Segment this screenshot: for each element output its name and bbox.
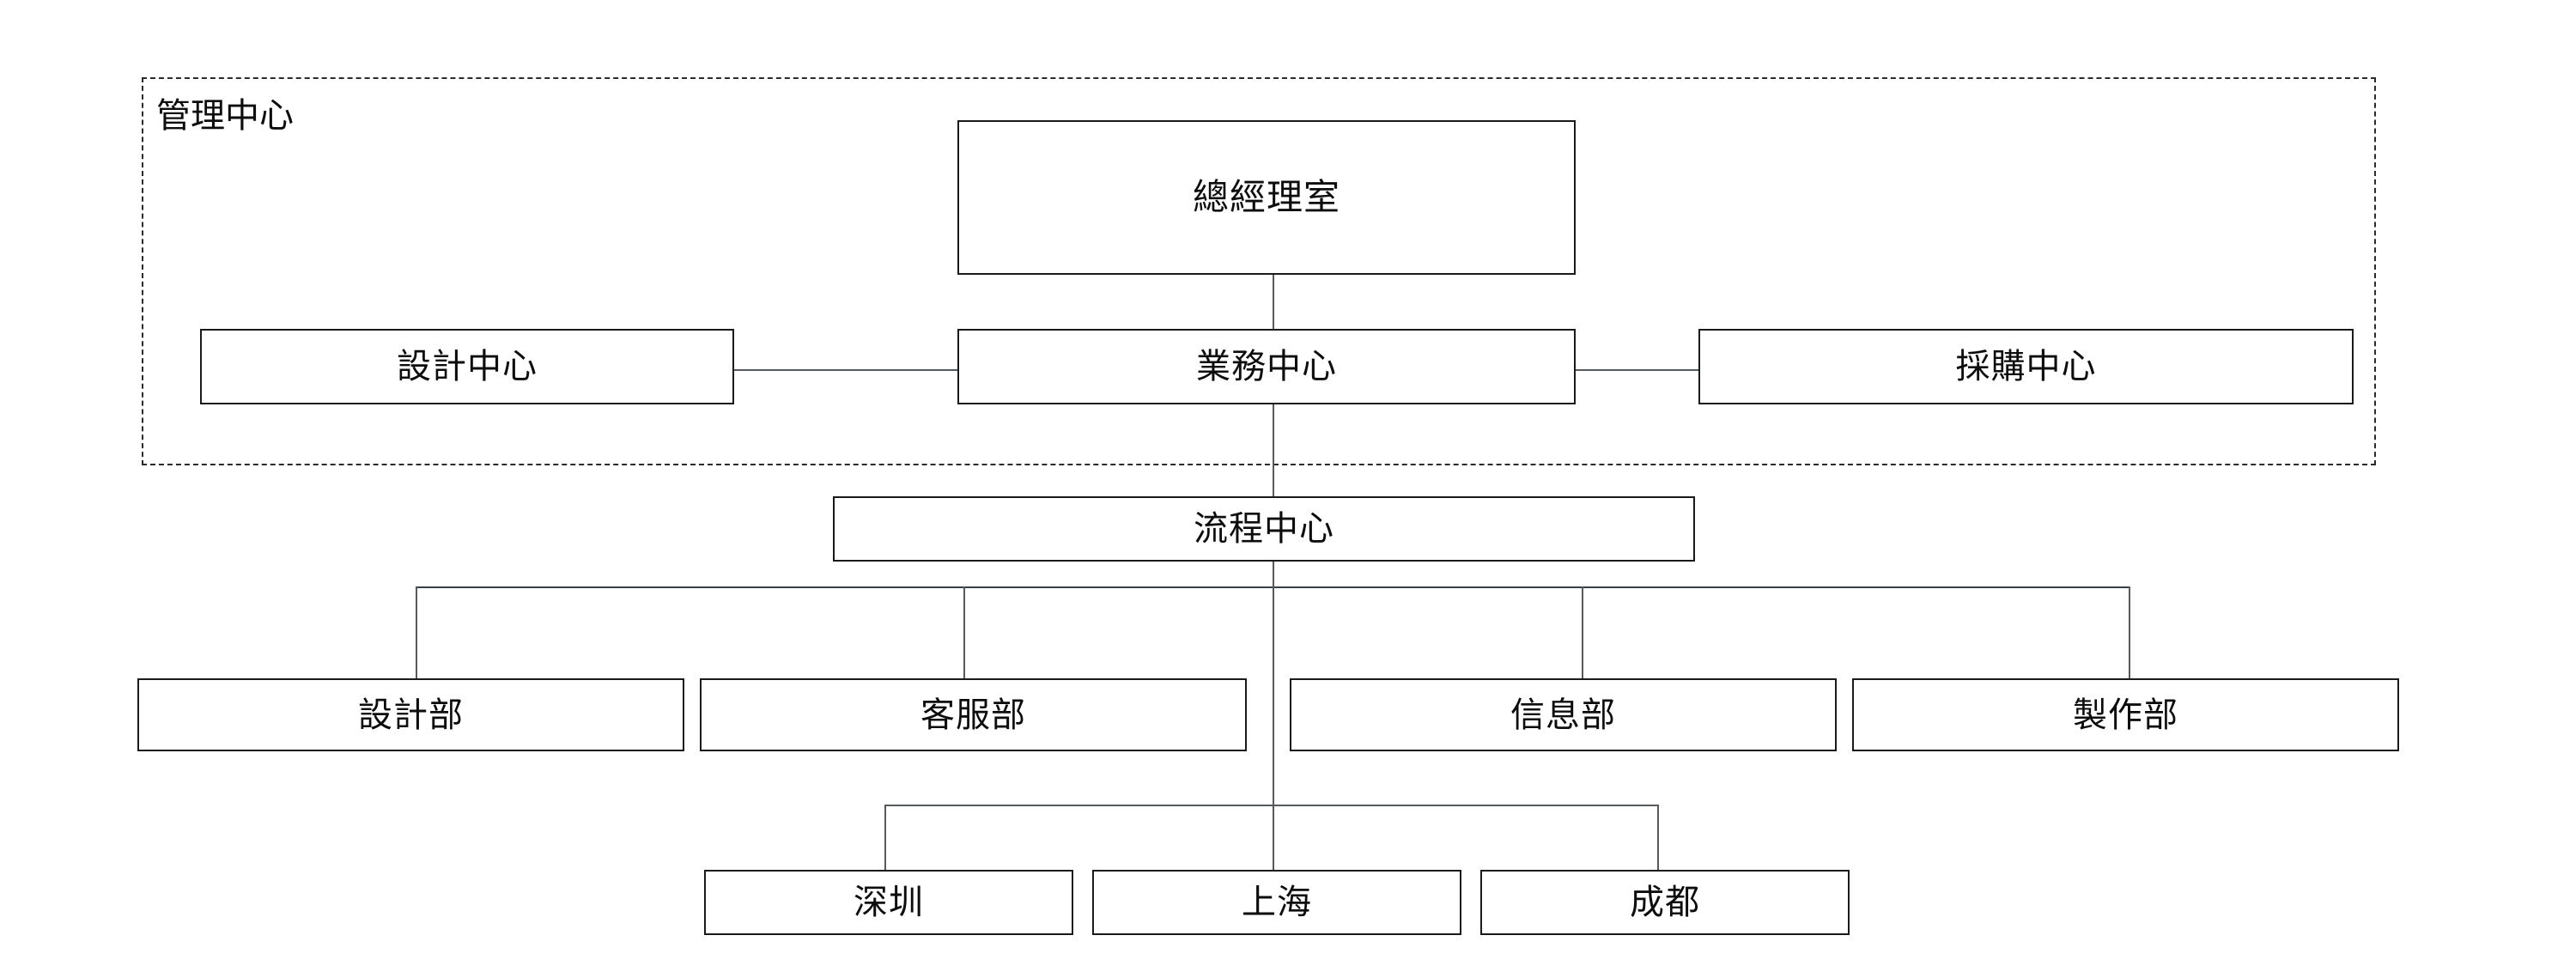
connector-bus-to-service-dept: [963, 586, 965, 678]
node-process-center[interactable]: 流程中心: [833, 496, 1695, 562]
connector-business-to-process: [1273, 404, 1274, 496]
connector-spine-to-city-bus: [1273, 586, 1274, 870]
connector-bus-to-product-dept: [2129, 586, 2130, 678]
connector-gm-to-business: [1273, 275, 1274, 331]
node-service-dept[interactable]: 客服部: [700, 678, 1247, 751]
connector-city-bus: [884, 805, 1659, 806]
node-shenzhen[interactable]: 深圳: [704, 870, 1073, 935]
node-design-dept[interactable]: 設計部: [137, 678, 684, 751]
node-chengdu[interactable]: 成都: [1480, 870, 1850, 935]
connector-bus-to-info-dept: [1582, 586, 1583, 678]
connector-business-to-purchase-center: [1574, 369, 1700, 371]
group-label-management-center: 管理中心: [156, 96, 294, 136]
node-purchase-center[interactable]: 採購中心: [1698, 329, 2354, 404]
node-shanghai[interactable]: 上海: [1092, 870, 1461, 935]
node-gm-office[interactable]: 總經理室: [957, 120, 1576, 275]
node-business-center[interactable]: 業務中心: [957, 329, 1576, 404]
connector-bus-to-design-dept: [416, 586, 417, 678]
connector-bus-to-chengdu: [1657, 805, 1659, 870]
connector-design-center-to-business: [734, 369, 959, 371]
node-design-center[interactable]: 設計中心: [200, 329, 734, 404]
group-container-management-center: [142, 77, 2376, 465]
connector-bus-to-shenzhen: [884, 805, 886, 870]
node-info-dept[interactable]: 信息部: [1290, 678, 1837, 751]
node-product-dept[interactable]: 製作部: [1852, 678, 2399, 751]
